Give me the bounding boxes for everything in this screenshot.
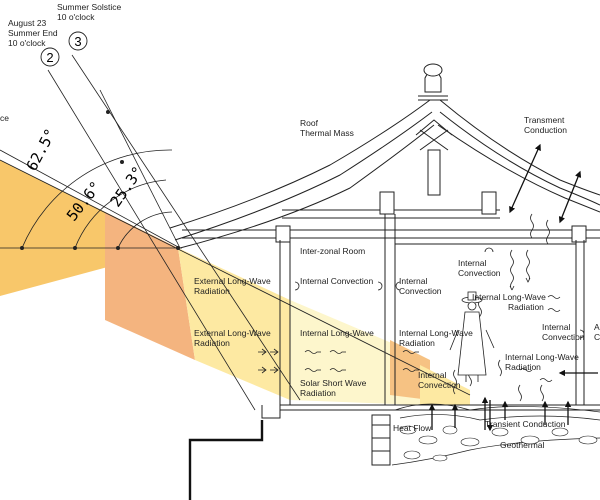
int-lw-mid-label: Internal Long-Wave [300,328,374,338]
ground-steps [188,420,264,500]
radiation-arrows [258,213,585,402]
angle-label-a: 62.5° [23,126,60,174]
int-lw-right-2: Radiation [508,302,544,312]
edge-c-label: C [594,332,600,342]
sun-wedge-pale [290,300,420,405]
int-lw-inner-label-2: Radiation [399,338,435,348]
ext-lw-radiation-2b: Radiation [194,338,230,348]
ray-low [0,149,181,249]
ray-3-label: 3 [74,34,81,49]
transient-label: Transment [524,115,565,125]
sunlight-wedge [0,160,470,405]
summer-end-label: Summer End [8,28,58,38]
ray-3-marker [68,31,88,51]
summer-solstice-label: Summer Solstice [57,2,122,12]
conduction-label: Conduction [524,125,568,135]
thermal-mass-label: Thermal Mass [300,128,354,138]
foundation [261,405,281,419]
int-lw-low-1: Internal Long-Wave [505,352,579,362]
ext-lw-radiation-1a: External Long-Wave [194,276,271,286]
solar-sw-1: Solar Short Wave [300,378,367,388]
internal-convection-mid: Internal Convection [300,276,374,286]
sun-wedge-outer [0,160,178,296]
roof-outer-right [439,99,600,196]
int-lw-right-1: Internal Long-Wave [472,292,546,302]
ext-lw-radiation-1b: Radiation [194,286,230,296]
int-lw-inner-label: Internal Long-Wave [399,328,473,338]
ray-2-label: 2 [46,50,53,65]
roof-inner-left [174,111,433,241]
roof-inner-right [439,111,600,206]
underfloor-stones [399,425,598,462]
internal-convection-top-1: Internal [458,258,487,268]
ray-august [0,159,471,396]
roof-label: Roof [300,118,318,128]
internal-convection-right-1: Internal [399,276,428,286]
inter-zonal-room-label: Inter-zonal Room [300,246,366,256]
ray-summer-end [47,69,256,411]
ray-markers [40,31,88,67]
sun-rays [0,54,471,411]
internal-conv-floor-1: Internal [418,370,447,380]
sun-wedge-light [178,248,290,400]
edge-fragment-label: ce [0,113,9,123]
transient-conduction-label: Transient Conduction [485,419,566,429]
ray-summer-solstice [71,54,301,401]
internal-convection-top-2: Convection [458,268,501,278]
angle-label-c: 25.3° [107,163,148,210]
person-figure [449,291,495,382]
roof-third-right [437,124,600,213]
ray-alt [99,89,181,249]
edge-a-label: A [594,322,600,332]
geothermal-label: Geothermal [500,440,545,450]
int-lw-low-2: Radiation [505,362,541,372]
roof-third-left [179,124,435,249]
ray-2-marker [40,47,60,67]
angle-arcs [21,149,173,249]
sun-wedge-band [105,212,195,360]
internal-far-1: Internal [542,322,571,332]
ground-dots [20,110,180,250]
ridge-cross-frame [415,119,453,151]
ext-lw-radiation-2a: External Long-Wave [194,328,271,338]
stone-platform [394,403,600,413]
internal-convection-right-2: Convection [399,286,442,296]
roof-outer-left [169,99,431,229]
ten-oclock-label-b: 10 o'clock [8,38,46,48]
ten-oclock-label-a: 10 o'clock [57,12,95,22]
august-label: August 23 [8,18,47,28]
heat-flow-label: Heat Flow [393,423,432,433]
internal-conv-floor-2: Convection [418,380,461,390]
internal-far-2: Convection [542,332,585,342]
transient-arrow-1 [509,143,541,214]
solar-sw-2: Radiation [300,388,336,398]
transient-arrow-2 [558,170,582,224]
sun-wedge-floor [420,365,470,405]
heat-arrows [428,143,598,432]
